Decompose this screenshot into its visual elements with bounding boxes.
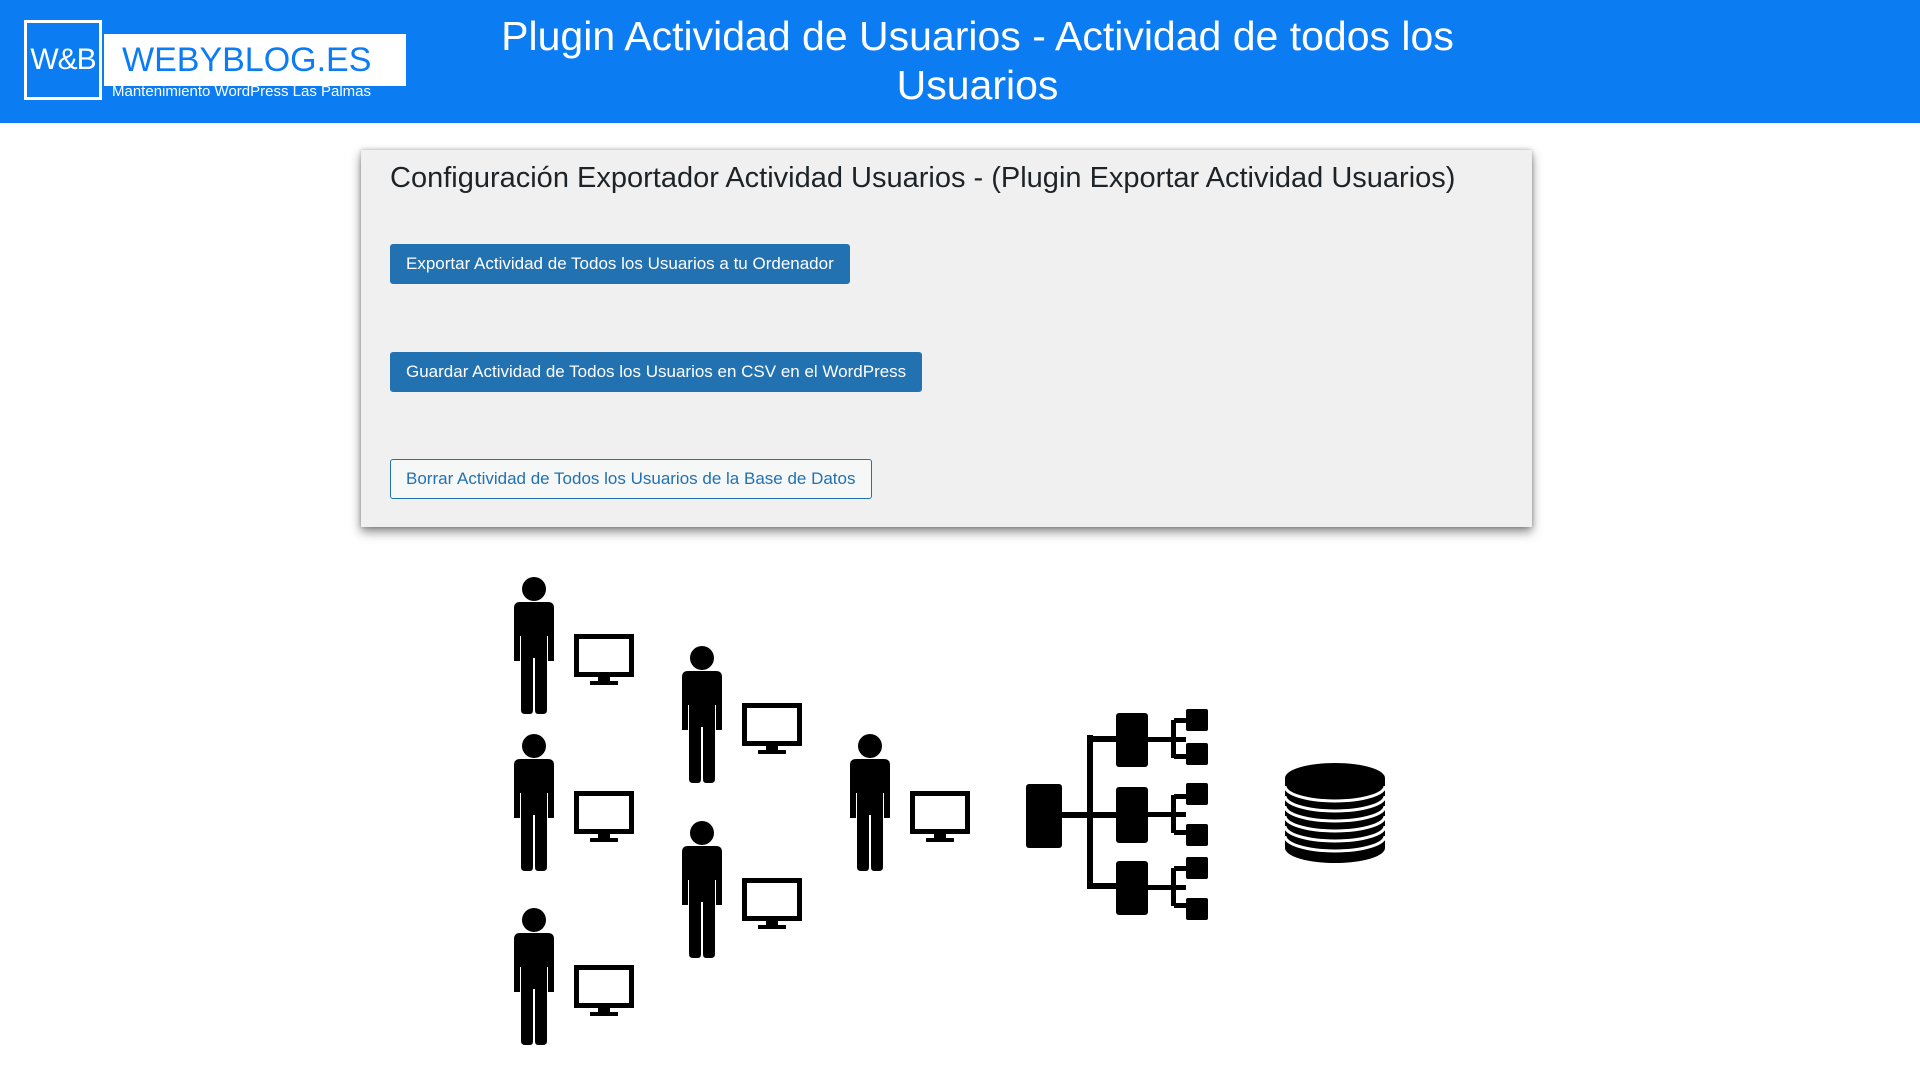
monitor-icon (577, 968, 632, 1017)
user-icon (514, 577, 554, 714)
page-title: Plugin Actividad de Usuarios - Actividad… (501, 13, 1454, 108)
site-logo[interactable]: W&B WEBYBLOG.ES Mantenimiento WordPress … (24, 20, 406, 102)
user-icon (850, 734, 890, 871)
sitemap-icon (1026, 709, 1208, 920)
monitor-icon (913, 794, 968, 843)
save-csv-button[interactable]: Guardar Actividad de Todos los Usuarios … (390, 352, 923, 392)
monitor-icon (577, 637, 632, 686)
logo-panel (104, 34, 406, 86)
logo-tagline: Mantenimiento WordPress Las Palmas (112, 83, 371, 100)
database-icon (1283, 763, 1387, 863)
export-to-computer-button[interactable]: Exportar Actividad de Todos los Usuarios… (390, 244, 850, 284)
logo-mark: W&B (24, 20, 102, 100)
user-icon (514, 908, 554, 1045)
user-icon (682, 821, 722, 958)
settings-panel: Configuración Exportador Actividad Usuar… (361, 150, 1532, 527)
monitor-icon (745, 881, 800, 930)
logo-site-name: WEBYBLOG.ES (122, 41, 372, 79)
user-icon (682, 646, 722, 783)
user-icon (514, 734, 554, 871)
delete-activity-button[interactable]: Borrar Actividad de Todos los Usuarios d… (390, 459, 872, 499)
header-banner: W&B WEBYBLOG.ES Mantenimiento WordPress … (0, 0, 1920, 123)
monitor-icon (577, 794, 632, 843)
panel-title: Configuración Exportador Actividad Usuar… (390, 162, 1456, 194)
monitor-icon (745, 706, 800, 755)
